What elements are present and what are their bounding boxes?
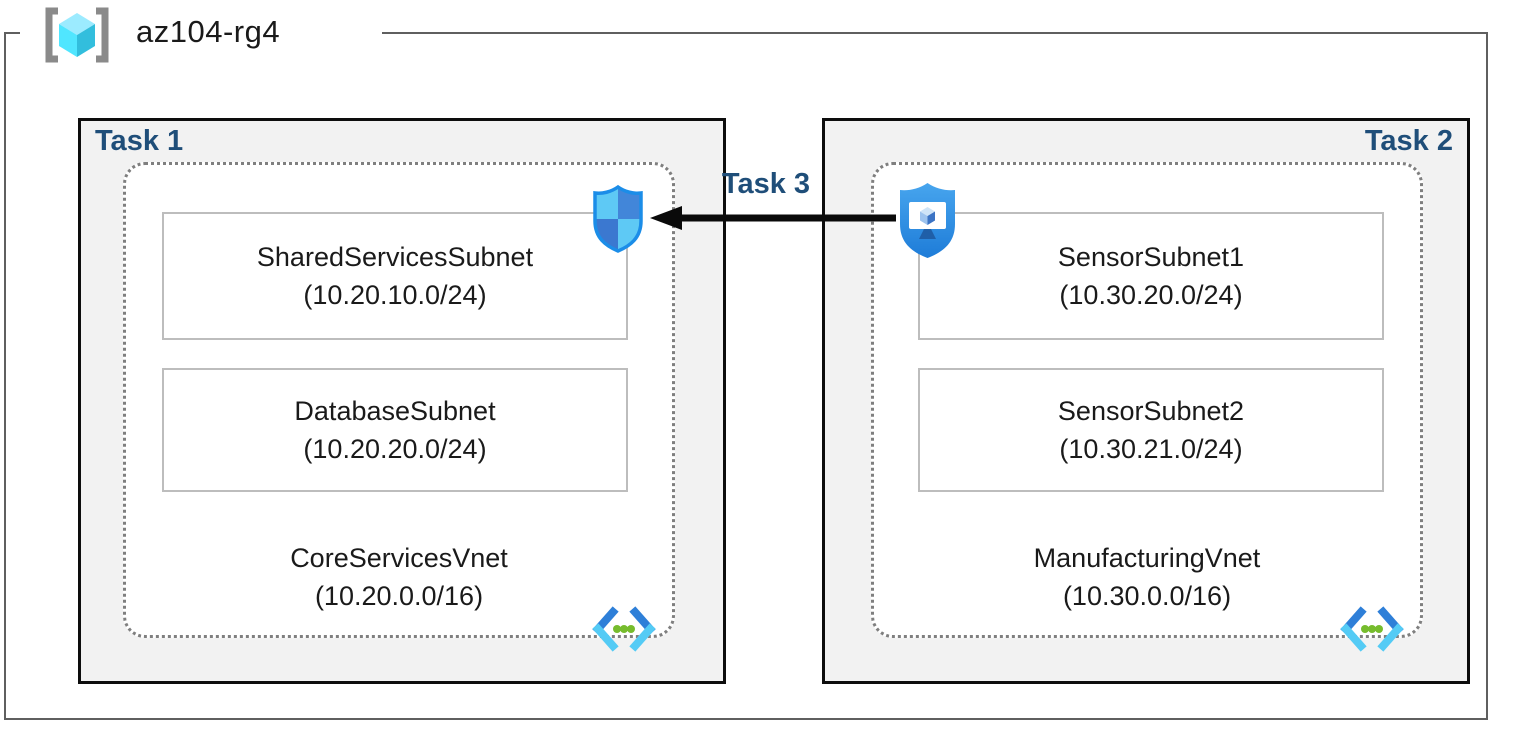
application-security-group-shield-icon [896,180,959,261]
sensor-subnet1-box: SensorSubnet1 (10.30.20.0/24) [918,212,1384,340]
subnet-name: SharedServicesSubnet [256,242,534,272]
subnet-cidr: (10.30.20.0/24) [1059,280,1243,310]
virtual-network-icon [592,604,656,656]
resource-group-boundary [4,32,1488,720]
vnet-name: ManufacturingVnet [1033,543,1261,573]
subnet-cidr: (10.30.21.0/24) [1059,434,1243,464]
shared-services-subnet-box: SharedServicesSubnet (10.20.10.0/24) [162,212,628,340]
manufacturing-vnet-label: ManufacturingVnet (10.30.0.0/16) [871,539,1423,615]
task3-label: Task 3 [721,168,811,200]
core-services-vnet-label: CoreServicesVnet (10.20.0.0/16) [123,539,675,615]
subnet-cidr: (10.20.20.0/24) [303,434,487,464]
sensor-subnet2-box: SensorSubnet2 (10.30.21.0/24) [918,368,1384,492]
subnet-name: SensorSubnet2 [1057,396,1245,426]
resource-group-title-gap [20,26,382,42]
virtual-network-icon [1340,604,1404,656]
subnet-cidr: (10.20.10.0/24) [303,280,487,310]
database-subnet-box: DatabaseSubnet (10.20.20.0/24) [162,368,628,492]
subnet-name: DatabaseSubnet [294,396,496,426]
task1-label: Task 1 [95,125,184,157]
subnet-name: SensorSubnet1 [1057,242,1245,272]
vnet-name: CoreServicesVnet [290,543,508,573]
vnet-cidr: (10.20.0.0/16) [314,581,484,611]
task3-arrow-left [650,206,896,230]
task2-label: Task 2 [1364,125,1453,157]
network-security-group-shield-icon [592,184,644,254]
resource-group-icon [42,6,112,64]
resource-group-name: az104-rg4 [136,14,281,49]
vnet-cidr: (10.30.0.0/16) [1062,581,1232,611]
